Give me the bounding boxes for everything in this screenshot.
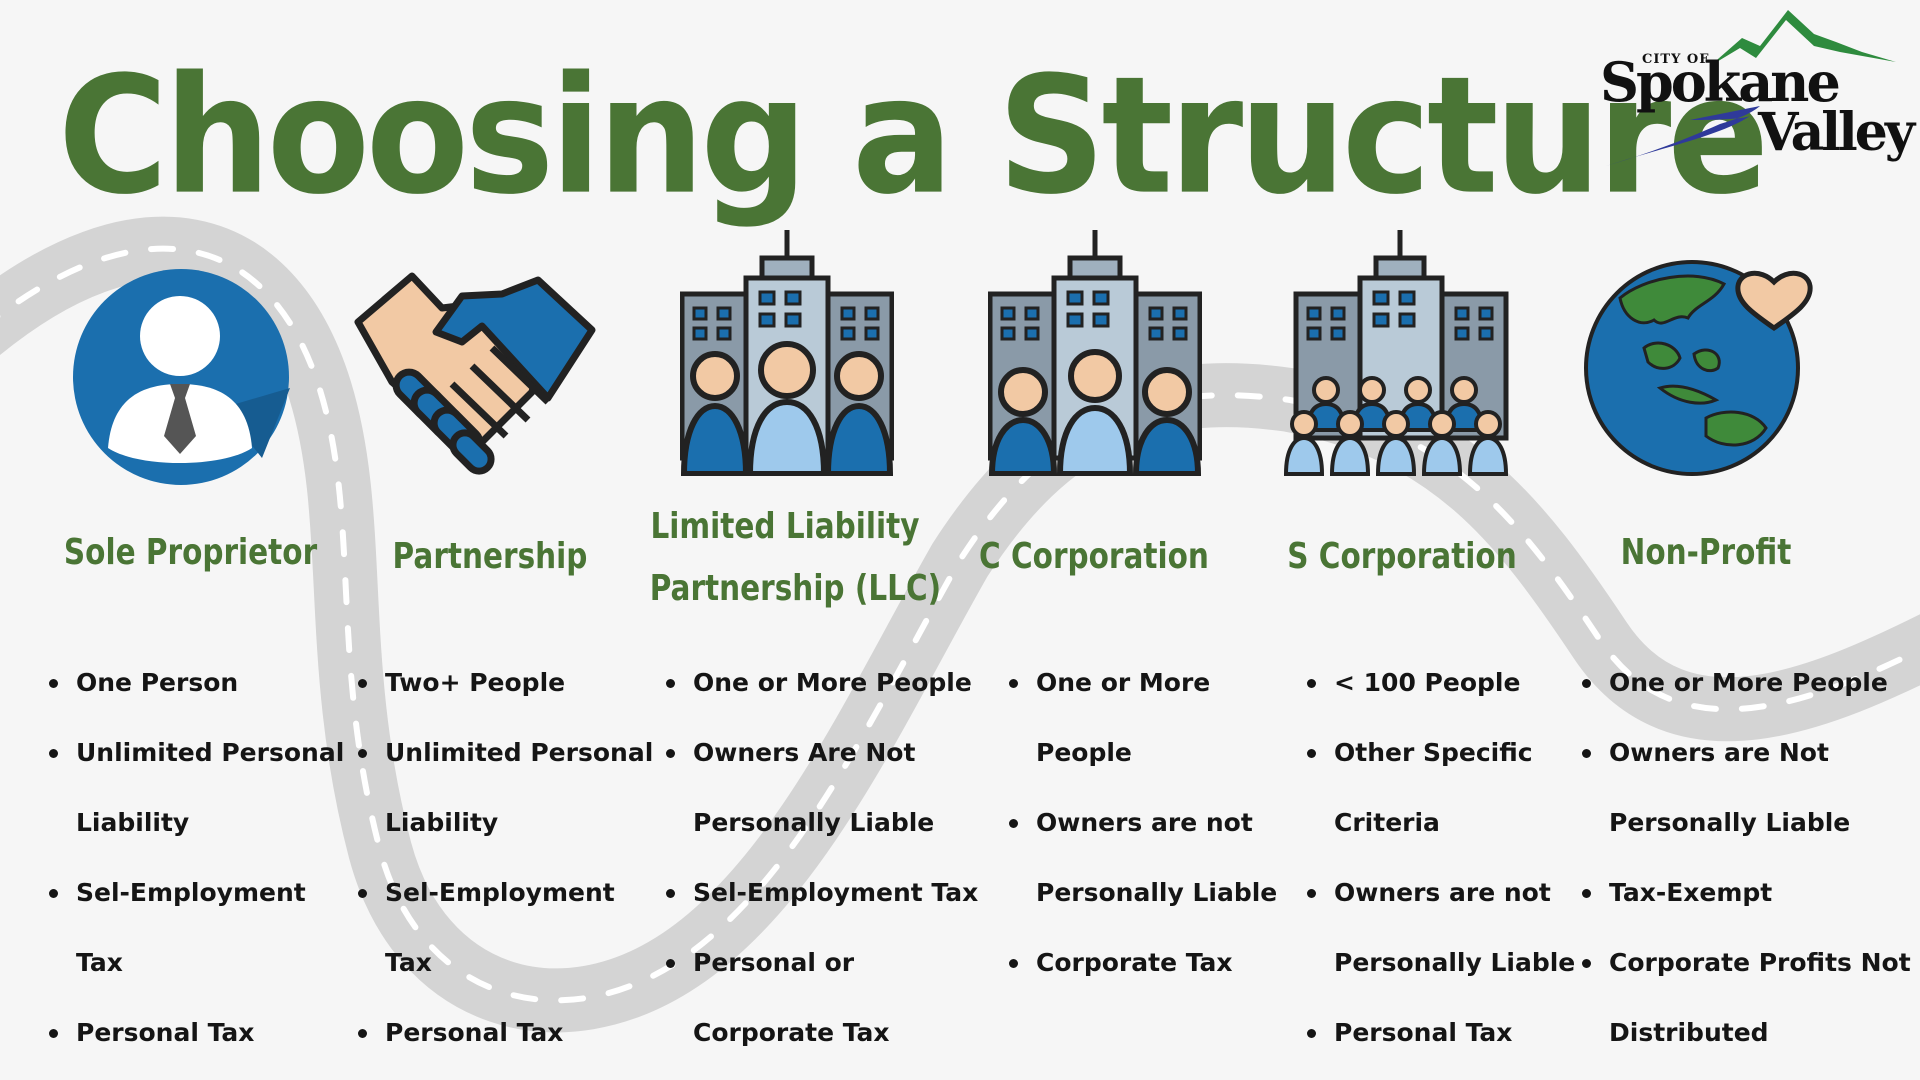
person-icon xyxy=(73,269,290,485)
title-line: Sole Proprietor xyxy=(63,532,318,573)
logo-spokane: Spokane xyxy=(1600,50,1841,114)
bullet-line: Criteria xyxy=(1334,808,1440,837)
title-line: C Corporation xyxy=(979,536,1209,577)
bullet-line: Corporate Tax xyxy=(693,1018,890,1047)
list-item: One or More People xyxy=(666,648,978,718)
logo-valley: Valley xyxy=(1758,102,1915,163)
bullet-line: Personally Liable xyxy=(693,808,935,837)
office-buildings-crowd-icon xyxy=(1283,230,1509,476)
list-item: One Person xyxy=(49,648,344,718)
list-item: Personal Tax xyxy=(49,998,344,1068)
bullet-line: Personally Liable xyxy=(1334,948,1576,977)
list-item: < 100 People xyxy=(1307,648,1575,718)
bullet-line: Owners are Not xyxy=(1609,738,1829,767)
bullet-line: Owners are not xyxy=(1036,808,1253,837)
bullet-line: Sel-Employment xyxy=(385,878,615,907)
bullet-line: Sel-Employment xyxy=(76,878,306,907)
bullet-line: Tax xyxy=(76,948,123,977)
list-item: Personal Tax xyxy=(358,998,653,1068)
list-item: Corporate Tax xyxy=(1009,928,1277,998)
title-line: Partnership xyxy=(392,536,588,577)
bullet-line: Personal Tax xyxy=(385,1018,564,1047)
bullet-line: Liability xyxy=(76,808,190,837)
spokane-valley-logo: CITY OF Spokane Valley xyxy=(1600,8,1915,168)
bullet-line: Tax xyxy=(385,948,432,977)
bullet-line: Distributed xyxy=(1609,1018,1769,1047)
title-sole-proprietor: Sole Proprietor xyxy=(64,522,317,584)
bullet-line: < 100 People xyxy=(1334,668,1521,697)
title-non-profit: Non-Profit xyxy=(1591,522,1821,584)
title-s-corporation: S Corporation xyxy=(1282,526,1521,588)
bullet-line: Other Specific xyxy=(1334,738,1533,767)
bullet-line: Two+ People xyxy=(385,668,566,697)
title-line: Partnership (LLC) xyxy=(649,568,942,609)
list-item: Tax-Exempt xyxy=(1582,858,1911,928)
bullet-line: Tax-Exempt xyxy=(1609,878,1773,907)
globe-heart-icon xyxy=(1584,260,1813,476)
bullet-line: Personally Liable xyxy=(1609,808,1851,837)
bullet-line: One or More People xyxy=(1609,668,1888,697)
bullet-line: Corporate Profits Not xyxy=(1609,948,1911,977)
bullet-line: One or More People xyxy=(693,668,972,697)
page-title: Choosing a Structure xyxy=(58,42,1769,231)
bullet-line: Personal Tax xyxy=(1334,1018,1513,1047)
bullet-line: Personally Liable xyxy=(1036,878,1278,907)
bullet-line: Personal or xyxy=(693,948,855,977)
logo-mountains-icon xyxy=(1606,10,1896,166)
title-line: S Corporation xyxy=(1287,536,1517,577)
office-buildings-icon xyxy=(988,230,1202,476)
office-buildings-icon xyxy=(680,230,894,476)
title-line: Limited Liability xyxy=(650,506,920,547)
bullet-line: Corporate Tax xyxy=(1036,948,1233,977)
bullet-line: Personal Tax xyxy=(76,1018,255,1047)
title-partnership: Partnership xyxy=(374,526,607,588)
title-llc: Limited Liability Partnership (LLC) xyxy=(649,496,942,620)
title-line: Non-Profit xyxy=(1620,532,1792,573)
list-item: Personal or Corporate Tax xyxy=(666,928,978,1068)
bullet-line: One or More xyxy=(1036,668,1211,697)
bullet-line: Owners Are Not xyxy=(693,738,916,767)
bullet-line: Unlimited Personal xyxy=(76,738,345,767)
bullet-line: Liability xyxy=(385,808,499,837)
bullet-line: People xyxy=(1036,738,1132,767)
bullet-line: One Person xyxy=(76,668,239,697)
bullet-line: Sel-Employment Tax xyxy=(693,878,979,907)
list-item: One or More People xyxy=(1582,648,1911,718)
bullet-line: Unlimited Personal xyxy=(385,738,654,767)
title-c-corporation: C Corporation xyxy=(974,526,1213,588)
list-item: Personal Tax xyxy=(1307,998,1575,1068)
list-item: Two+ People xyxy=(358,648,653,718)
bullet-line: Owners are not xyxy=(1334,878,1551,907)
list-item: Sel-Employment Tax xyxy=(666,858,978,928)
logo-city-of: CITY OF xyxy=(1642,52,1710,67)
handshake-icon xyxy=(354,272,596,475)
